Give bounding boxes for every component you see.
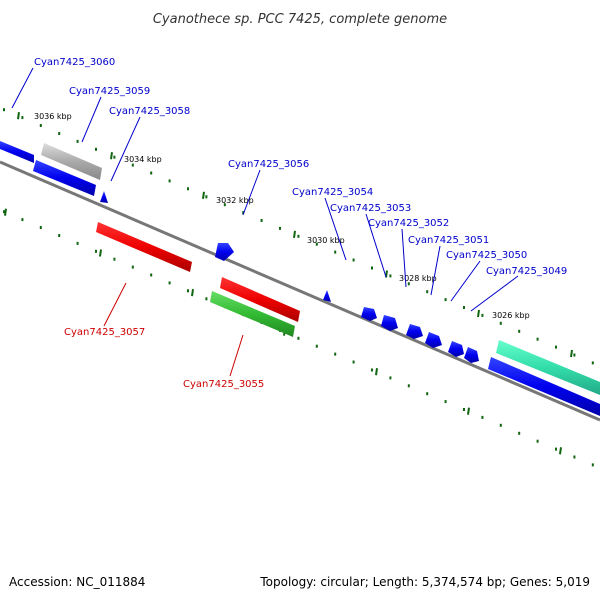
scale-tick-major [559, 447, 562, 455]
gene-features [0, 141, 600, 416]
leader-line [110, 116, 141, 182]
gene-feature-cyan7425-3060[interactable] [0, 141, 34, 163]
scale-label: 3036 kbp [34, 112, 72, 121]
leader-line [229, 334, 244, 377]
scale-tick-major [202, 191, 205, 199]
leader-line [365, 213, 387, 278]
gene-feature-grey[interactable] [41, 143, 102, 180]
scale-label: 3026 kbp [492, 311, 530, 320]
gene-feature-cyan7425-3053b[interactable] [381, 315, 398, 331]
leader-line [11, 67, 34, 109]
leader-line [430, 245, 441, 296]
scale-tick-major [570, 349, 573, 358]
scale-labels: 3036 kbp 3034 kbp 3032 kbp 3030 kbp 3028… [34, 112, 530, 320]
scale-tick-major [191, 288, 194, 297]
scale-tick-major [467, 407, 470, 415]
gene-label[interactable]: Cyan7425_3051 [408, 235, 489, 246]
gene-label[interactable]: Cyan7425_3058 [109, 106, 190, 117]
gene-feature-cyan7425-3054[interactable] [323, 290, 331, 302]
scale-label: 3032 kbp [216, 196, 254, 205]
leader-line [324, 197, 347, 261]
gene-feature-cyan7425-3058[interactable] [100, 191, 108, 203]
gene-feature-teal[interactable] [496, 340, 600, 395]
scale-tick-major [17, 112, 20, 120]
leader-line [470, 275, 519, 312]
gene-label[interactable]: Cyan7425_3049 [486, 266, 567, 277]
gene-feature-cyan7425-3055[interactable] [220, 277, 300, 322]
gene-feature-cyan7425-3059[interactable] [33, 160, 96, 196]
leader-line [242, 169, 261, 216]
gene-feature-cyan7425-3050[interactable] [448, 341, 464, 357]
accession-text: Accession: NC_011884 [9, 575, 146, 589]
map-title: Cyanothece sp. PCC 7425, complete genome [153, 12, 447, 27]
leader-line [401, 228, 407, 288]
label-leaders [11, 67, 519, 377]
genome-backbone [0, 160, 600, 422]
scale-tick-major [477, 309, 480, 318]
gene-labels: Cyan7425_3060 Cyan7425_3059 Cyan7425_305… [34, 57, 567, 390]
gene-feature-cyan7425-3057[interactable] [96, 222, 192, 272]
gene-label[interactable]: Cyan7425_3056 [228, 159, 309, 170]
gene-label[interactable]: Cyan7425_3059 [69, 86, 150, 97]
leader-line [81, 96, 102, 143]
gene-feature-cyan7425-3052[interactable] [406, 324, 423, 339]
gene-feature-green[interactable] [210, 291, 295, 337]
scale-label: 3028 kbp [399, 274, 437, 283]
gene-label[interactable]: Cyan7425_3055 [183, 379, 264, 390]
scale-tick-major [293, 230, 296, 239]
gene-label[interactable]: Cyan7425_3060 [34, 57, 115, 68]
scale-tick-major [110, 152, 113, 160]
gene-feature-cyan7425-3053[interactable] [361, 307, 377, 321]
scale-tick-major [4, 208, 7, 216]
gene-feature-cyan7425-3056[interactable] [215, 243, 234, 261]
gene-feature-right-blue[interactable] [488, 357, 600, 416]
scale-label: 3030 kbp [307, 236, 345, 245]
gene-label[interactable]: Cyan7425_3052 [368, 218, 449, 229]
leader-line [103, 282, 127, 327]
leader-line [450, 260, 481, 302]
gene-feature-cyan7425-3051[interactable] [425, 332, 442, 348]
topology-text: Topology: circular; Length: 5,374,574 bp… [260, 575, 590, 589]
scale-label: 3034 kbp [124, 155, 162, 164]
gene-feature-cyan7425-3049[interactable] [464, 347, 479, 363]
gene-label[interactable]: Cyan7425_3057 [64, 327, 145, 338]
gene-label[interactable]: Cyan7425_3053 [330, 203, 411, 214]
gene-label[interactable]: Cyan7425_3050 [446, 250, 527, 261]
scale-tick-major [99, 249, 102, 257]
scale-tick-major [375, 368, 378, 376]
gene-label[interactable]: Cyan7425_3054 [292, 187, 373, 198]
